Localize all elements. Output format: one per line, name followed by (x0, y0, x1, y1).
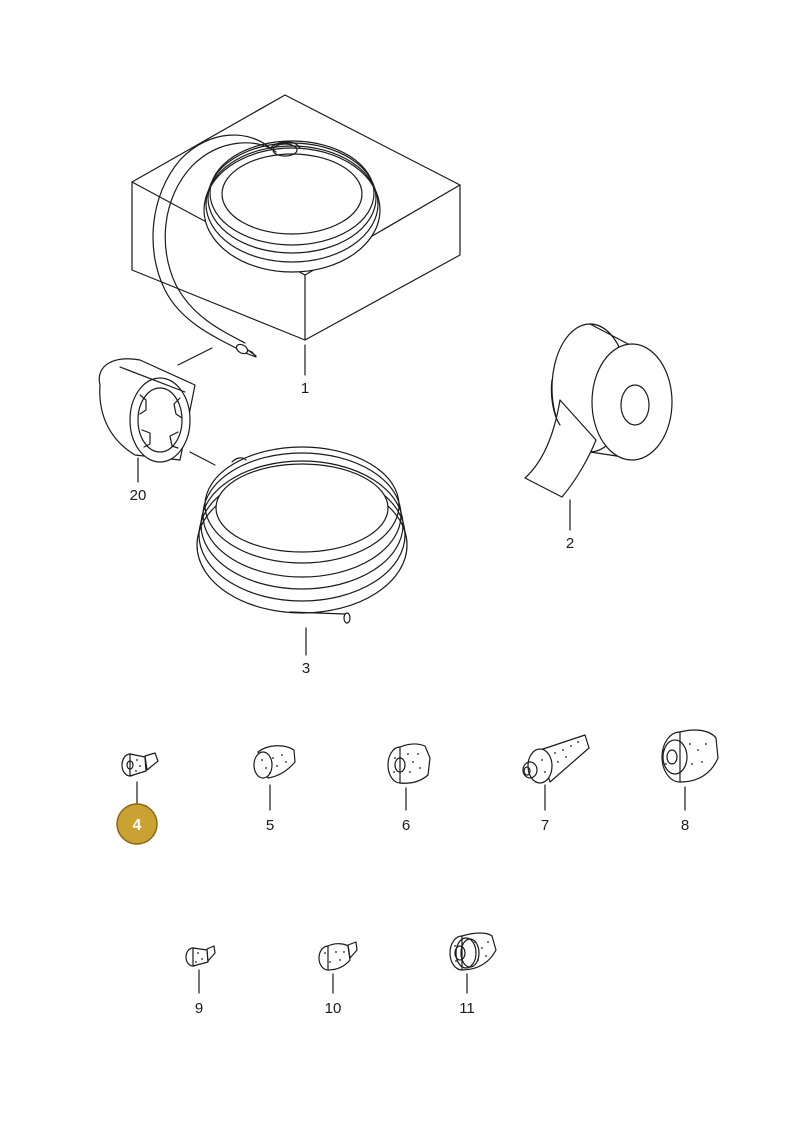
part-7-seal[interactable]: 7 (522, 734, 590, 834)
label-1: 1 (301, 380, 309, 397)
label-2: 2 (566, 535, 574, 552)
label-6: 6 (402, 817, 410, 834)
label-7: 7 (541, 817, 549, 834)
label-9: 9 (195, 1000, 203, 1017)
label-20: 20 (130, 487, 147, 504)
label-3: 3 (302, 660, 310, 677)
highlight-badge-4[interactable] (116, 803, 158, 845)
part-1-tube-box[interactable]: 1 (131, 94, 461, 397)
part-20-sleeve[interactable]: 20 (98, 347, 216, 504)
part-3-tube-coil[interactable]: 3 (196, 446, 408, 677)
part-9-seal[interactable]: 9 (185, 945, 216, 1017)
part-11-seal[interactable]: 11 (449, 932, 497, 1017)
label-11: 11 (459, 1000, 475, 1017)
part-6-seal[interactable]: 6 (387, 743, 431, 834)
part-10-seal[interactable]: 10 (318, 941, 358, 1017)
label-10: 10 (325, 1000, 342, 1017)
part-8-seal[interactable]: 8 (661, 729, 719, 834)
label-8: 8 (681, 817, 689, 834)
label-5: 5 (266, 817, 274, 834)
part-5-seal[interactable]: 5 (253, 745, 296, 834)
part-4-seal[interactable]: 4 (116, 752, 159, 845)
label-4: 4 (133, 817, 142, 834)
part-2-tape-roll[interactable]: 2 (524, 323, 673, 552)
